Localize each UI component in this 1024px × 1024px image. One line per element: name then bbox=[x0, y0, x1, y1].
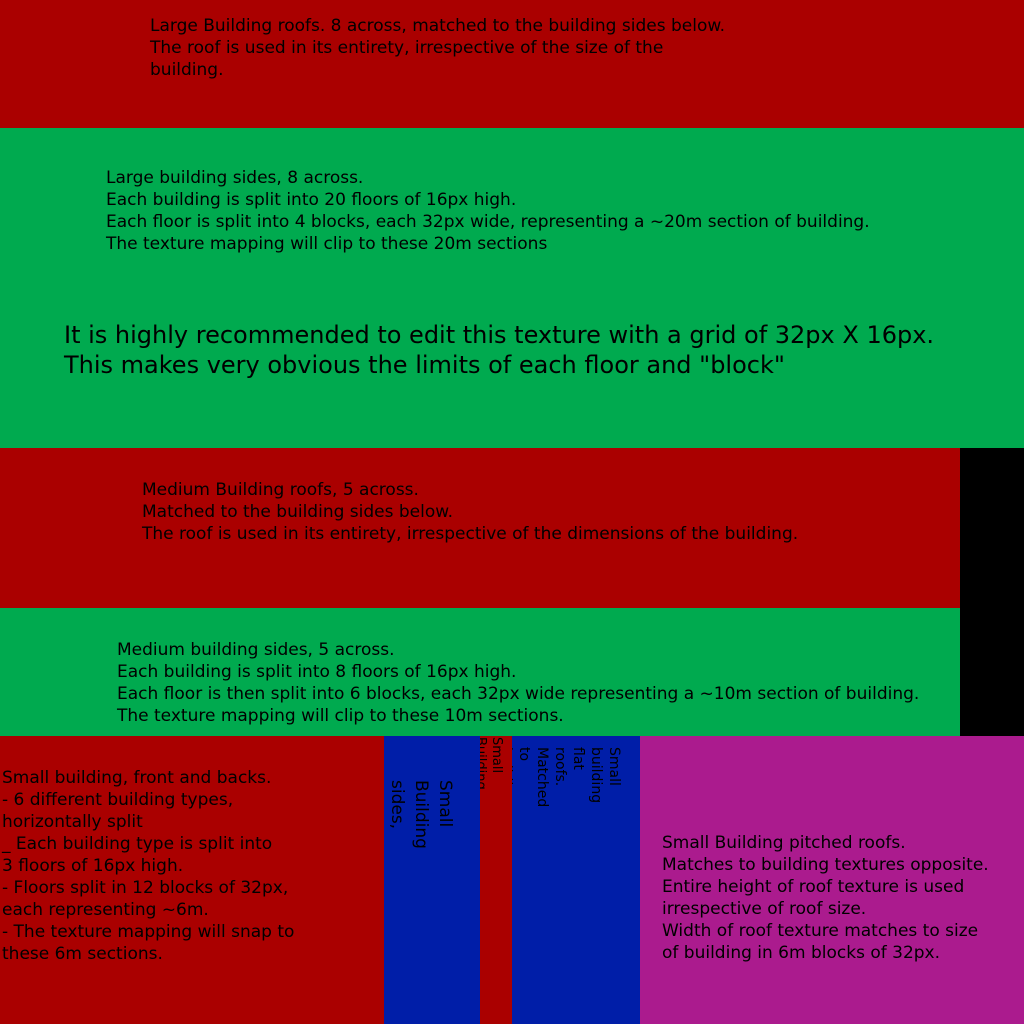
small-front-backs-region: Small building, front and backs. - 6 dif… bbox=[0, 736, 384, 1024]
unused-area bbox=[960, 448, 1024, 736]
small-eaves-text: Small Building eaves for pitched roofs bbox=[480, 737, 504, 790]
large-roofs-text: Large Building roofs. 8 across, matched … bbox=[150, 16, 726, 80]
small-pitched-roofs-region: Small Building pitched roofs. Matches to… bbox=[640, 736, 1024, 1024]
medium-roofs-text: Medium Building roofs, 5 across. Matched… bbox=[142, 480, 799, 544]
small-sides-text: Small Building sides, as per front and b… bbox=[387, 780, 455, 849]
small-flat-roofs-text: Small building flat roofs. Matched to bu… bbox=[512, 747, 622, 808]
small-front-backs-text: Small building, front and backs. - 6 dif… bbox=[2, 768, 295, 964]
medium-roofs-region: Medium Building roofs, 5 across. Matched… bbox=[0, 448, 960, 608]
grid-recommendation-text: It is highly recommended to edit this te… bbox=[64, 321, 935, 379]
small-eaves-region: Small Building eaves for pitched roofs bbox=[480, 736, 512, 1024]
large-sides-text: Large building sides, 8 across. Each bui… bbox=[106, 168, 870, 254]
small-flat-roofs-region: Small building flat roofs. Matched to bu… bbox=[512, 736, 640, 1024]
large-sides-region: Large building sides, 8 across. Each bui… bbox=[0, 128, 1024, 448]
small-sides-region: Small Building sides, as per front and b… bbox=[384, 736, 480, 1024]
medium-sides-region: Medium building sides, 5 across. Each bu… bbox=[0, 608, 960, 736]
medium-sides-text: Medium building sides, 5 across. Each bu… bbox=[117, 640, 920, 726]
small-pitched-roofs-text: Small Building pitched roofs. Matches to… bbox=[662, 833, 989, 963]
large-roofs-region: Large Building roofs. 8 across, matched … bbox=[0, 0, 1024, 128]
